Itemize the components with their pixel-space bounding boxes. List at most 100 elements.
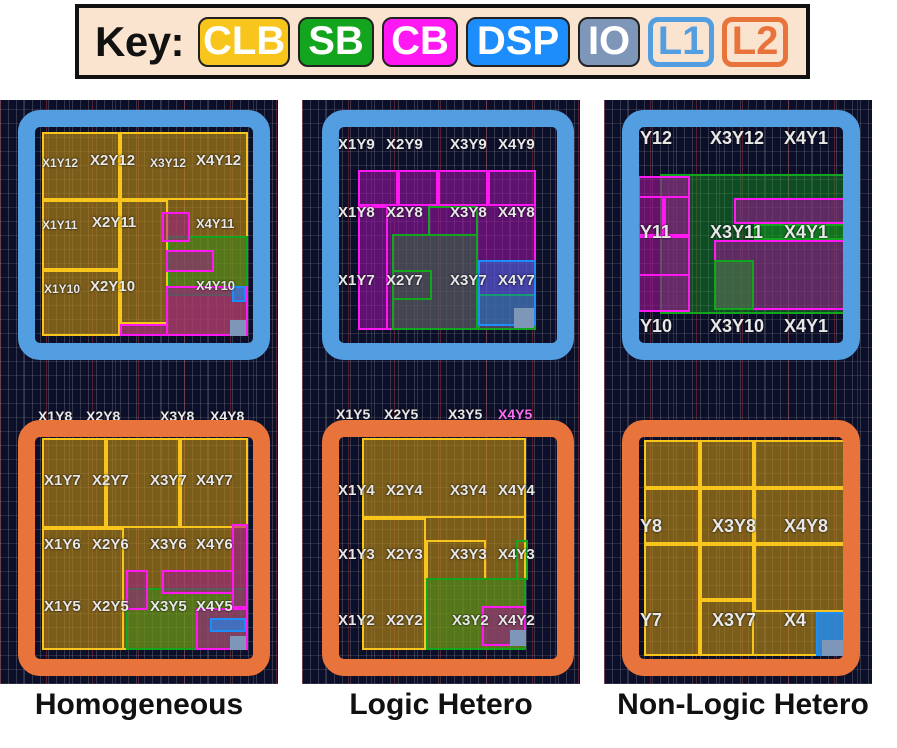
l2-frame (622, 420, 860, 676)
tile-label: X4Y5 (498, 406, 533, 422)
clb-block (42, 132, 120, 200)
sb-block (516, 540, 528, 580)
tile-label: X2Y7 (386, 272, 423, 289)
tile-label: X1Y7 (338, 272, 375, 289)
cb-region (120, 324, 168, 336)
clb-block (644, 544, 700, 656)
clb-block (700, 544, 754, 600)
tile-label: X4Y8 (784, 516, 829, 536)
tile-label: X3Y6 (150, 536, 187, 553)
tile-label: X2Y8 (386, 204, 423, 221)
legend-l2: L2 (722, 16, 789, 67)
tile-label: X3Y5 (150, 598, 187, 615)
tile-label: Y12 (640, 128, 673, 148)
tile-label: X2Y5 (384, 406, 419, 422)
tile-label: X4Y1 (784, 222, 829, 242)
clb-block (120, 132, 248, 200)
tile-label: X3Y12 (150, 156, 187, 170)
tile-label: X3Y2 (452, 612, 489, 629)
tile-label: X2Y6 (92, 536, 129, 553)
cb-region (166, 250, 214, 272)
cb-block (638, 236, 690, 276)
panel-homogeneous: X1Y12 X2Y12 X3Y12 X4Y12 X1Y11 X2Y11 X4Y1… (0, 100, 278, 684)
l1-frame (18, 110, 270, 360)
tile-label: X4Y10 (196, 278, 236, 293)
legend-key: Key: CLB SB CB DSP IO L1 L2 (75, 4, 810, 79)
tile-label: X1Y7 (44, 472, 81, 489)
tile-label: X3Y12 (710, 128, 765, 148)
io-block (230, 636, 246, 650)
tile-label: X1Y12 (42, 156, 79, 170)
clb-block (106, 438, 180, 528)
tile-label: X1Y3 (338, 546, 375, 563)
tile-label: X1Y6 (44, 536, 81, 553)
tile-label: X3Y8 (450, 204, 487, 221)
tile-label: X4 (784, 610, 807, 630)
cb-block (398, 170, 438, 206)
legend-l1: L1 (648, 16, 715, 67)
legend-clb: CLB (198, 16, 291, 67)
tile-label: X2Y2 (386, 612, 423, 629)
clb-block (362, 518, 426, 650)
sb-block (714, 260, 754, 310)
tile-label: X4Y1 (784, 128, 829, 148)
tile-label: Y7 (640, 610, 663, 630)
dsp-block (210, 618, 246, 632)
clb-block (644, 488, 700, 544)
legend-dsp: DSP (466, 16, 571, 67)
sb-region (392, 234, 478, 330)
caption-logic-hetero: Logic Hetero (349, 688, 533, 721)
io-block (230, 320, 246, 336)
clb-block (644, 440, 700, 488)
io-block (510, 630, 526, 646)
tile-label: X2Y4 (386, 482, 423, 499)
tile-label: X3Y9 (450, 136, 487, 153)
tile-label: X4Y12 (196, 152, 242, 169)
io-block (822, 640, 844, 656)
tile-label: X4Y5 (196, 598, 233, 615)
caption-homogeneous: Homogeneous (34, 688, 244, 721)
tile-label: X3Y7 (712, 610, 757, 630)
cb-region (162, 212, 190, 242)
clb-block (180, 438, 248, 528)
tile-label: Y10 (640, 316, 673, 336)
tile-label: X2Y7 (92, 472, 129, 489)
panel-non-logic-hetero: Y12 X3Y12 X4Y1 Y11 X3Y11 X4Y1 Y10 X3Y10 … (604, 100, 872, 684)
tile-label: X3Y3 (450, 546, 487, 563)
tile-label: X4Y2 (498, 612, 535, 629)
clb-block (700, 600, 754, 656)
tile-label: X4Y3 (498, 546, 535, 563)
tile-label: X2Y3 (386, 546, 423, 563)
tile-label: X1Y11 (42, 218, 78, 232)
tile-label: X4Y7 (498, 272, 535, 289)
tile-label: X3Y5 (448, 406, 483, 422)
tile-label: X4Y1 (784, 316, 829, 336)
tile-label: X3Y4 (450, 482, 487, 499)
sb-block (428, 206, 478, 236)
cb-region (714, 240, 846, 310)
sb-block (392, 270, 432, 300)
tile-label: X2Y11 (92, 214, 137, 231)
cb-block (488, 170, 536, 206)
l2-frame (18, 420, 270, 676)
tile-label: X3Y10 (710, 316, 765, 336)
tile-label: X1Y5 (336, 406, 371, 422)
legend-cb: CB (382, 16, 459, 67)
tile-label: X1Y8 (338, 204, 375, 221)
cb-block (438, 170, 488, 206)
clb-block (700, 488, 754, 544)
tile-label: X3Y7 (450, 272, 487, 289)
tile-label: X1Y9 (338, 136, 375, 153)
l1-frame (622, 110, 860, 360)
clb-block (42, 528, 124, 650)
cb-block (664, 196, 690, 236)
cb-region (162, 570, 234, 594)
tile-label: X1Y4 (338, 482, 375, 499)
clb-block (700, 440, 754, 488)
dsp-block (232, 286, 246, 302)
tile-label: X4Y6 (196, 536, 233, 553)
tile-label: X1Y5 (44, 598, 81, 615)
io-block (514, 308, 534, 328)
clb-block (42, 438, 106, 528)
tile-label: X3Y7 (150, 472, 187, 489)
